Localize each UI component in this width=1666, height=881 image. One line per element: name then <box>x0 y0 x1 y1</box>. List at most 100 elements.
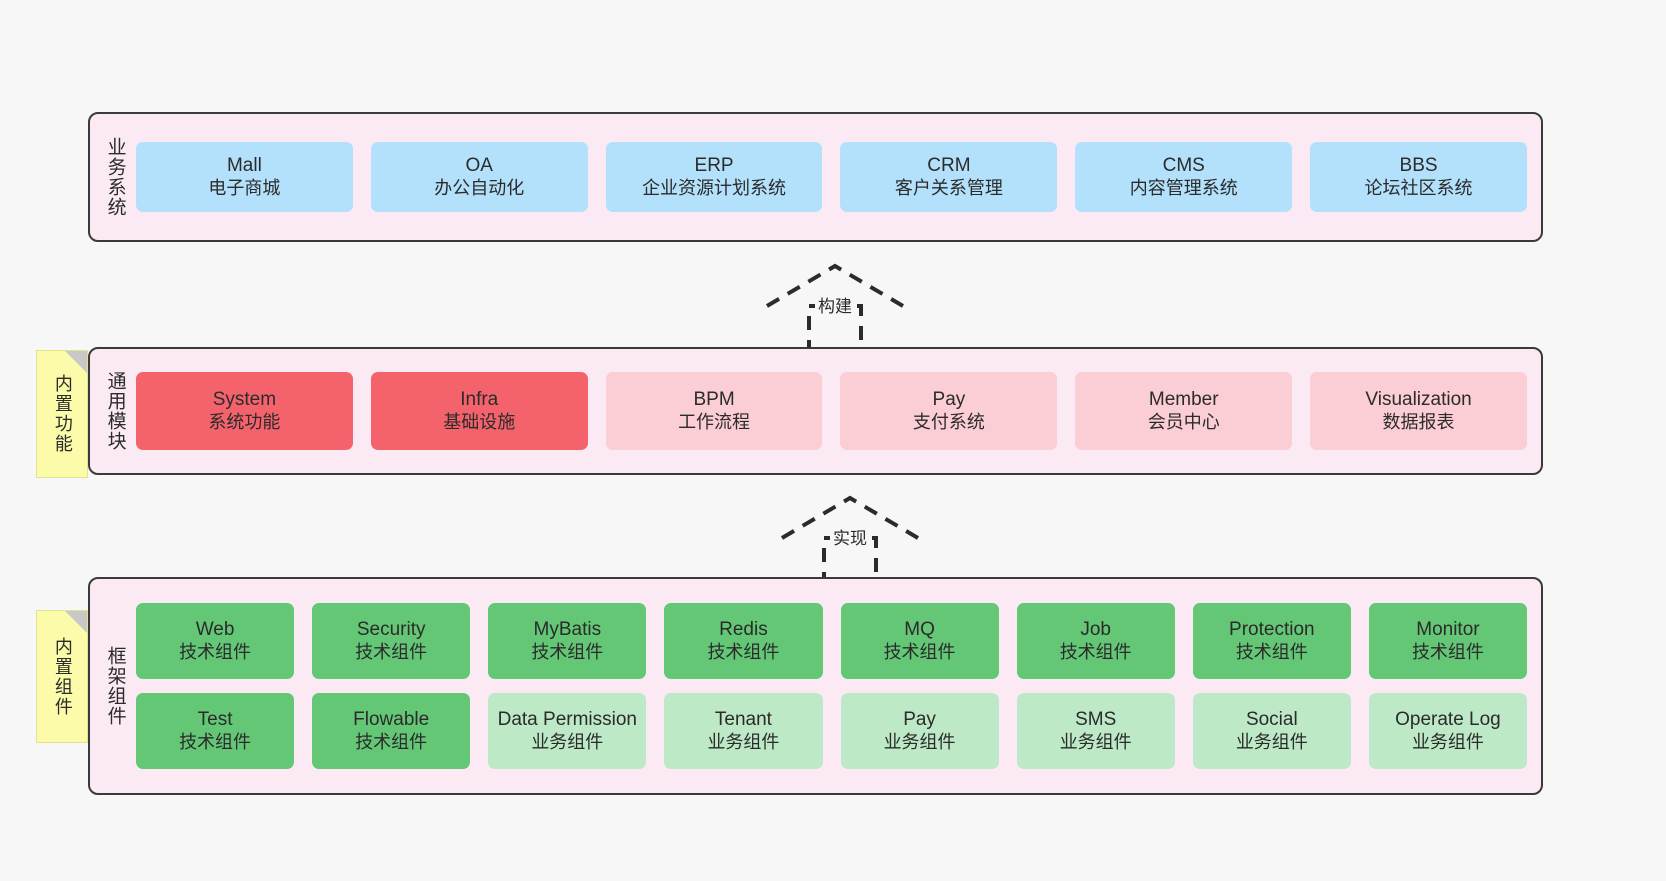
layer-framework-components: 框架组件 Web 技术组件 Security 技术组件 MyBatis 技术组件… <box>88 577 1543 795</box>
box-subtitle: 业务组件 <box>1411 731 1484 752</box>
box-title: MyBatis <box>533 619 602 641</box>
box-mybatis[interactable]: MyBatis 技术组件 <box>488 603 647 679</box>
box-visualization[interactable]: Visualization 数据报表 <box>1310 372 1527 450</box>
box-operate-log[interactable]: Operate Log 业务组件 <box>1368 693 1527 769</box>
box-subtitle: 业务组件 <box>883 731 956 752</box>
box-bbs[interactable]: BBS 论坛社区系统 <box>1310 142 1527 212</box>
box-title: Mall <box>226 155 262 177</box>
box-subtitle: 技术组件 <box>179 731 252 752</box>
box-title: Operate Log <box>1395 709 1501 731</box>
box-subtitle: 电子商城 <box>208 177 281 198</box>
connector-build: 构建 <box>745 258 925 358</box>
box-subtitle: 数据报表 <box>1382 411 1455 432</box>
box-title: CRM <box>927 155 971 177</box>
layer-common-modules: 通用模块 System 系统功能 Infra 基础设施 BPM 工作流程 Pay… <box>88 347 1543 475</box>
box-subtitle: 业务组件 <box>1235 731 1308 752</box>
box-data-permission[interactable]: Data Permission 业务组件 <box>488 693 647 769</box>
sticky-note-label: 内置功能 <box>52 374 73 454</box>
box-cms[interactable]: CMS 内容管理系统 <box>1075 142 1293 212</box>
box-subtitle: 技术组件 <box>1059 641 1132 662</box>
box-title: Social <box>1245 709 1298 731</box>
row-common-modules: System 系统功能 Infra 基础设施 BPM 工作流程 Pay 支付系统… <box>136 372 1527 450</box>
box-title: MQ <box>904 619 935 641</box>
box-title: Flowable <box>353 709 430 731</box>
box-system[interactable]: System 系统功能 <box>136 372 353 450</box>
box-mq[interactable]: MQ 技术组件 <box>840 603 999 679</box>
box-subtitle: 技术组件 <box>1235 641 1308 662</box>
box-mall[interactable]: Mall 电子商城 <box>136 142 353 212</box>
connector-realize-label: 实现 <box>830 524 870 549</box>
box-title: BBS <box>1399 155 1438 177</box>
box-subtitle: 技术组件 <box>883 641 956 662</box>
box-monitor[interactable]: Monitor 技术组件 <box>1368 603 1527 679</box>
box-pay-component[interactable]: Pay 业务组件 <box>840 693 999 769</box>
box-subtitle: 企业资源计划系统 <box>642 177 787 198</box>
box-web[interactable]: Web 技术组件 <box>136 603 295 679</box>
box-title: ERP <box>694 155 734 177</box>
box-subtitle: 会员中心 <box>1147 411 1220 432</box>
box-test[interactable]: Test 技术组件 <box>136 693 295 769</box>
layer-body-common-modules: System 系统功能 Infra 基础设施 BPM 工作流程 Pay 支付系统… <box>132 349 1541 473</box>
layer-body-framework-components: Web 技术组件 Security 技术组件 MyBatis 技术组件 Redi… <box>132 579 1541 793</box>
box-title: Web <box>195 619 235 641</box>
box-title: Test <box>197 709 233 731</box>
row-tech-components: Web 技术组件 Security 技术组件 MyBatis 技术组件 Redi… <box>136 603 1527 679</box>
box-title: Data Permission <box>497 709 637 731</box>
box-subtitle: 业务组件 <box>707 731 780 752</box>
box-subtitle: 工作流程 <box>678 411 751 432</box>
box-bpm[interactable]: BPM 工作流程 <box>605 372 823 450</box>
box-pay-module[interactable]: Pay 支付系统 <box>840 372 1058 450</box>
box-infra[interactable]: Infra 基础设施 <box>370 372 588 450</box>
box-crm[interactable]: CRM 客户关系管理 <box>840 142 1058 212</box>
sticky-note-builtin-components: 内置组件 <box>36 610 88 743</box>
connector-build-label: 构建 <box>815 292 855 317</box>
box-job[interactable]: Job 技术组件 <box>1016 603 1175 679</box>
box-subtitle: 技术组件 <box>355 641 428 662</box>
row-business-components: Test 技术组件 Flowable 技术组件 Data Permission … <box>136 693 1527 769</box>
box-title: CMS <box>1162 155 1205 177</box>
box-title: SMS <box>1075 709 1117 731</box>
box-erp[interactable]: ERP 企业资源计划系统 <box>605 142 823 212</box>
box-oa[interactable]: OA 办公自动化 <box>370 142 588 212</box>
box-subtitle: 技术组件 <box>707 641 780 662</box>
box-subtitle: 内容管理系统 <box>1129 177 1238 198</box>
box-security[interactable]: Security 技术组件 <box>312 603 471 679</box>
sticky-note-builtin-features: 内置功能 <box>36 350 88 478</box>
folded-corner-icon <box>65 351 87 373</box>
box-title: Infra <box>460 389 499 411</box>
box-title: Pay <box>932 389 966 411</box>
box-subtitle: 技术组件 <box>179 641 252 662</box>
box-subtitle: 技术组件 <box>531 641 604 662</box>
box-title: Redis <box>719 619 768 641</box>
layer-title-business-systems: 业务系统 <box>104 137 126 217</box>
layer-business-systems: 业务系统 Mall 电子商城 OA 办公自动化 ERP 企业资源计划系统 CRM… <box>88 112 1543 242</box>
box-subtitle: 基础设施 <box>443 411 516 432</box>
box-subtitle: 系统功能 <box>208 411 281 432</box>
box-redis[interactable]: Redis 技术组件 <box>664 603 823 679</box>
box-title: Monitor <box>1416 619 1480 641</box>
box-title: Security <box>356 619 426 641</box>
box-tenant[interactable]: Tenant 业务组件 <box>664 693 823 769</box>
row-business-systems: Mall 电子商城 OA 办公自动化 ERP 企业资源计划系统 CRM 客户关系… <box>136 142 1527 212</box>
box-title: System <box>212 389 277 411</box>
folded-corner-icon <box>65 611 87 633</box>
layer-title-common-modules: 通用模块 <box>104 371 126 451</box>
box-social[interactable]: Social 业务组件 <box>1192 693 1351 769</box>
box-subtitle: 业务组件 <box>1059 731 1132 752</box>
box-member[interactable]: Member 会员中心 <box>1075 372 1293 450</box>
box-title: Tenant <box>714 709 772 731</box>
box-sms[interactable]: SMS 业务组件 <box>1016 693 1175 769</box>
box-protection[interactable]: Protection 技术组件 <box>1192 603 1351 679</box>
connector-realize: 实现 <box>760 490 940 590</box>
box-subtitle: 技术组件 <box>1411 641 1484 662</box>
layer-title-framework-components: 框架组件 <box>104 646 126 726</box>
box-title: Protection <box>1229 619 1315 641</box>
box-title: Job <box>1080 619 1111 641</box>
box-subtitle: 业务组件 <box>531 731 604 752</box>
box-title: Visualization <box>1365 389 1472 411</box>
box-subtitle: 支付系统 <box>912 411 985 432</box>
box-subtitle: 办公自动化 <box>434 177 525 198</box>
box-title: Member <box>1148 389 1219 411</box>
box-flowable[interactable]: Flowable 技术组件 <box>312 693 471 769</box>
